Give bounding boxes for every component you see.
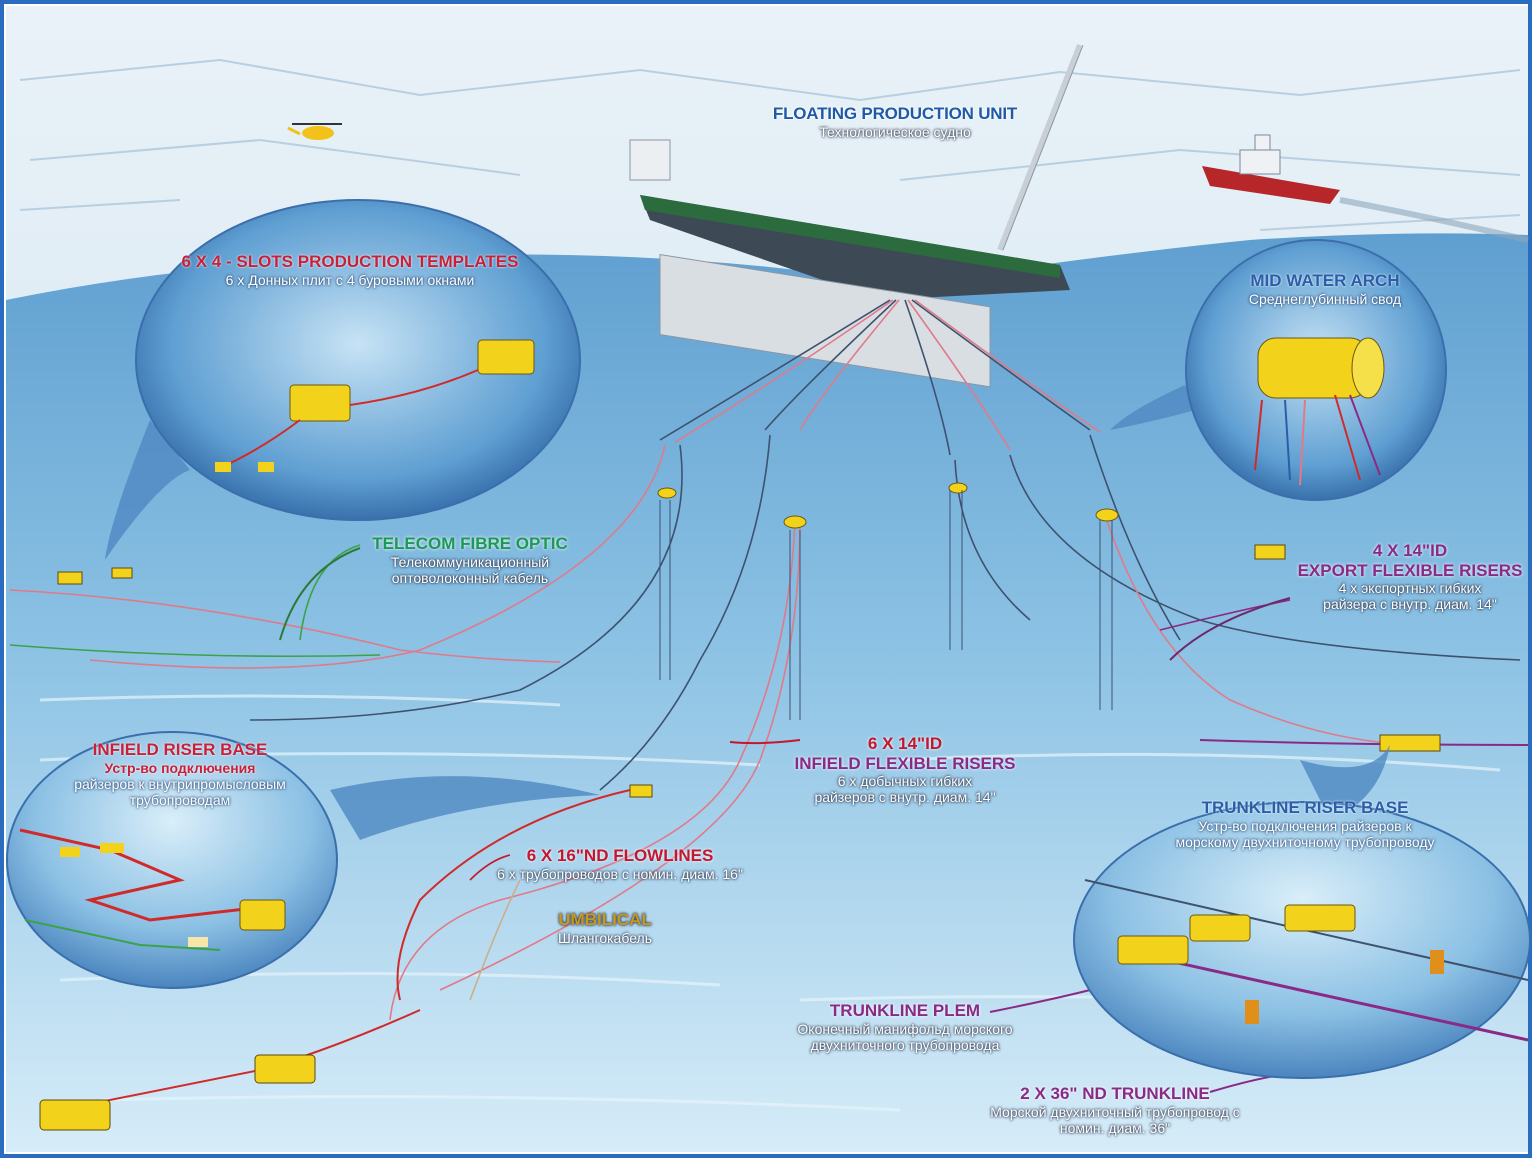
label-infield-riser-base: INFIELD RISER BASE Устр-во подключения р… bbox=[30, 740, 330, 808]
export-title-1: 4 X 14"ID bbox=[1372, 541, 1448, 560]
trunkline-subtitle-1: Морской двухниточный трубопровод с bbox=[990, 1103, 1240, 1120]
infield-base-subtitle-2: райзеров к внутрипромысловым bbox=[74, 775, 286, 792]
fpu-subtitle: Технологическое судно bbox=[819, 123, 971, 140]
umbilical-title: UMBILICAL bbox=[558, 910, 652, 929]
riser-bundle bbox=[659, 299, 1101, 456]
seabed-templates bbox=[39, 544, 1441, 1131]
trunk-base-subtitle-2: морскому двухниточному трубопроводу bbox=[1175, 833, 1435, 850]
infield-base-title: INFIELD RISER BASE bbox=[92, 740, 268, 759]
plem-subtitle-2: двухниточного трубопровода bbox=[810, 1036, 1000, 1053]
export-subtitle-1: 4 х экспортных гибких bbox=[1338, 580, 1482, 597]
label-umbilical: UMBILICAL Шлангокабель bbox=[540, 910, 670, 946]
seabed-texture bbox=[39, 694, 1501, 1112]
label-floating-production-unit: FLOATING PRODUCTION UNIT Технологическое… bbox=[740, 104, 1050, 140]
label-mid-water-arch: MID WATER ARCH Среднеглубинный свод bbox=[1210, 271, 1440, 307]
trunk-base-title: TRUNKLINE RISER BASE bbox=[1201, 798, 1409, 817]
export-subtitle-2: райзера с внутр. диам. 14" bbox=[1323, 596, 1497, 613]
mid-arch-title: MID WATER ARCH bbox=[1250, 271, 1400, 290]
ice-texture bbox=[19, 58, 1521, 231]
bubble-production-templates bbox=[105, 199, 581, 560]
export-title-2: EXPORT FLEXIBLE RISERS bbox=[1297, 560, 1523, 580]
seabed-flowlines bbox=[9, 544, 1529, 1111]
trunkline-title: 2 X 36" ND TRUNKLINE bbox=[1020, 1084, 1210, 1103]
infield-risers-subtitle-1: 6 х добычных гибких bbox=[837, 773, 973, 790]
telecom-subtitle-2: оптоволоконный кабель bbox=[391, 569, 549, 586]
infield-base-subtitle-1: Устр-во подключения bbox=[104, 759, 256, 776]
telecom-title: TELECOM FIBRE OPTIC bbox=[372, 534, 568, 553]
infield-risers-title-1: 6 X 14"ID bbox=[867, 734, 943, 753]
label-telecom-fibre-optic: TELECOM FIBRE OPTIC Телекоммуникационный… bbox=[360, 534, 580, 586]
plem-subtitle-1: Оконечный манифольд морского bbox=[797, 1020, 1013, 1037]
label-production-templates: 6 X 4 - SLOTS PRODUCTION TEMPLATES 6 х Д… bbox=[150, 252, 550, 288]
buoyancy-modules bbox=[657, 482, 1119, 529]
bubble-infield-riser-base bbox=[6, 731, 600, 989]
bubble-mid-water-arch bbox=[1110, 239, 1447, 501]
label-flowlines: 6 X 16"ND FLOWLINES 6 х трубопроводов с … bbox=[450, 846, 790, 882]
fpu-title: FLOATING PRODUCTION UNIT bbox=[772, 104, 1018, 123]
trunkline-subtitle-2: номин. диам. 36" bbox=[1059, 1119, 1171, 1136]
label-trunkline-plem: TRUNKLINE PLEM Оконечный манифольд морск… bbox=[760, 1001, 1050, 1053]
tether-lines bbox=[659, 490, 1113, 720]
infield-risers-subtitle-2: райзеров с внутр. диам. 14" bbox=[814, 789, 996, 806]
mid-arch-subtitle: Среднеглубинный свод bbox=[1248, 290, 1402, 307]
label-trunkline-riser-base: TRUNKLINE RISER BASE Устр-во подключения… bbox=[1130, 798, 1480, 850]
label-trunkline: 2 X 36" ND TRUNKLINE Морской двухниточны… bbox=[945, 1084, 1285, 1136]
trunk-base-subtitle-1: Устр-во подключения райзеров к bbox=[1198, 817, 1412, 834]
flowlines-subtitle: 6 х трубопроводов с номин. диам. 16" bbox=[497, 865, 743, 882]
infield-risers-title-2: INFIELD FLEXIBLE RISERS bbox=[794, 753, 1016, 773]
label-export-risers: 4 X 14"ID EXPORT FLEXIBLE RISERS 4 х экс… bbox=[1290, 541, 1530, 612]
flowlines-title: 6 X 16"ND FLOWLINES bbox=[526, 846, 714, 865]
bubble-trunkline-riser-base bbox=[1073, 745, 1531, 1079]
templates-subtitle: 6 х Донных плит с 4 буровыми окнами bbox=[225, 271, 475, 288]
helicopter-icon bbox=[287, 123, 342, 140]
telecom-subtitle-1: Телекоммуникационный bbox=[390, 553, 550, 570]
plem-title: TRUNKLINE PLEM bbox=[829, 1001, 981, 1020]
leader-lines bbox=[279, 547, 1291, 661]
templates-title: 6 X 4 - SLOTS PRODUCTION TEMPLATES bbox=[181, 252, 519, 271]
label-infield-flexible-risers: 6 X 14"ID INFIELD FLEXIBLE RISERS 6 х до… bbox=[780, 734, 1030, 805]
icebreaker-ship-icon bbox=[1202, 134, 1529, 243]
floating-production-vessel bbox=[629, 43, 1084, 388]
infield-base-subtitle-3: трубопроводам bbox=[129, 791, 231, 808]
umbilical-subtitle: Шлангокабель bbox=[558, 929, 652, 946]
